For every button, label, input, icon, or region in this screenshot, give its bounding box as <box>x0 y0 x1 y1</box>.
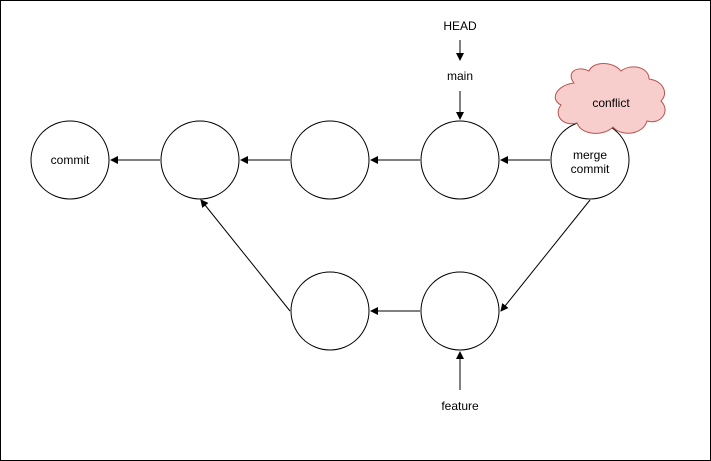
commit-node-root-label: commit <box>51 153 90 167</box>
conflict-cloud-label: conflict <box>592 96 630 110</box>
main-branch-label: main <box>447 69 473 83</box>
commit-node-root <box>30 120 110 200</box>
conflict-cloud-shape <box>554 63 666 134</box>
edge-b1-to-c2 <box>200 199 291 312</box>
head-label: HEAD <box>443 19 477 33</box>
commit-node-3 <box>290 120 370 200</box>
edge-merge-to-feature <box>500 199 591 312</box>
commit-node-main <box>420 120 500 200</box>
commit-node-2 <box>160 120 240 200</box>
conflict-cloud: conflict <box>554 63 666 134</box>
branch-commit-node-feature <box>420 271 500 351</box>
merge-commit-label-line1: merge <box>573 148 607 162</box>
feature-branch-label: feature <box>441 399 479 413</box>
merge-commit-label-line2: commit <box>571 162 610 176</box>
branch-commit-node-1 <box>290 271 370 351</box>
